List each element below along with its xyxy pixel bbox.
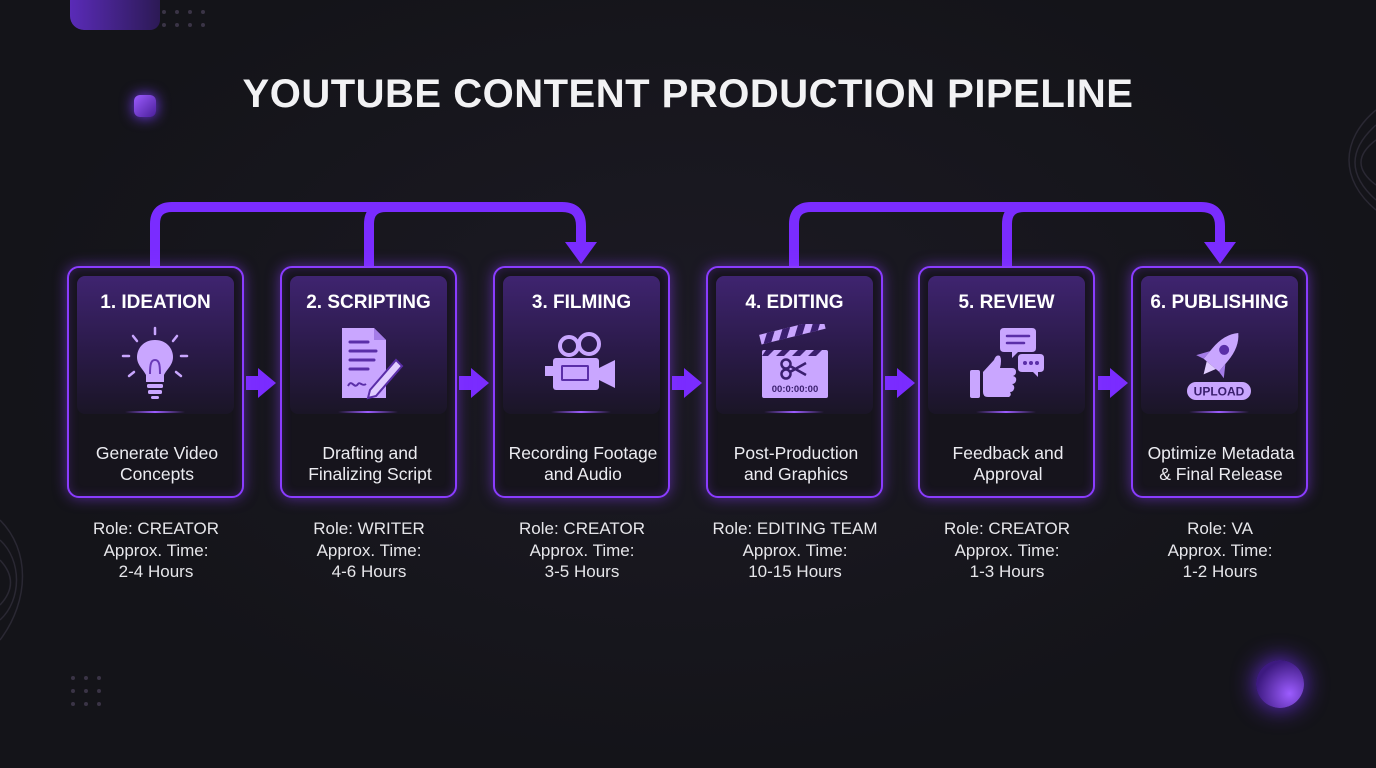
divider bbox=[338, 411, 398, 413]
time-label: Approx. Time: bbox=[103, 541, 209, 560]
divider bbox=[125, 411, 185, 413]
flow-arrow bbox=[246, 368, 276, 398]
decorative-square bbox=[134, 95, 156, 117]
script-pen-icon bbox=[342, 328, 404, 400]
clapper-timecode: 00:0:00:00 bbox=[772, 384, 818, 395]
upload-label: UPLOAD bbox=[1194, 385, 1245, 399]
stage-role: Role: CREATOR bbox=[944, 519, 1070, 538]
clapperboard-scissors-icon: 00:0:00:00 bbox=[759, 324, 828, 398]
arrowhead-down bbox=[1204, 242, 1236, 264]
description-line: Concepts bbox=[120, 464, 194, 484]
video-camera-icon bbox=[545, 332, 615, 390]
description-line: Optimize Metadata bbox=[1147, 443, 1295, 463]
flow-arrow bbox=[672, 368, 702, 398]
feedback-arrow-right-branch bbox=[1002, 202, 1025, 266]
stage-title: 4. EDITING bbox=[745, 292, 844, 313]
stage-meta: Role: CREATOR Approx. Time: 1-3 Hours bbox=[907, 518, 1107, 582]
stage-header: 6. PUBLISHING UPLOAD bbox=[1141, 276, 1298, 414]
time-value: 2-4 Hours bbox=[118, 562, 194, 581]
stage-role: Role: WRITER bbox=[313, 519, 425, 538]
description-line: Recording Footage bbox=[508, 443, 658, 463]
page-title: YOUTUBE CONTENT PRODUCTION PIPELINE bbox=[242, 72, 1134, 116]
time-value: 1-3 Hours bbox=[969, 562, 1045, 581]
stage-role: Role: EDITING TEAM bbox=[712, 519, 878, 538]
time-label: Approx. Time: bbox=[742, 541, 848, 560]
stage-role: Role: VA bbox=[1187, 519, 1253, 538]
stage-title: 6. PUBLISHING bbox=[1150, 292, 1289, 313]
stage-description: Feedback and Approval bbox=[924, 443, 1092, 485]
stage-title: 2. SCRIPTING bbox=[306, 292, 431, 313]
description-line: Finalizing Script bbox=[308, 464, 432, 484]
stage-description: Recording Footage and Audio bbox=[499, 443, 667, 485]
stage-card-editing: 4. EDITING 00:0:00:00 Post-Production bbox=[706, 266, 883, 498]
description-line: Drafting and bbox=[322, 443, 418, 463]
decorative-wave-lines bbox=[0, 109, 1376, 641]
divider bbox=[1189, 411, 1249, 413]
stage-description: Optimize Metadata & Final Release bbox=[1137, 443, 1305, 485]
stage-card-publishing: 6. PUBLISHING UPLOAD Optimize Metadata &… bbox=[1131, 266, 1308, 498]
stage-header: 1. IDEATION bbox=[77, 276, 234, 414]
decorative-bar bbox=[70, 0, 160, 30]
decorative-circle bbox=[1256, 660, 1304, 708]
stage-description: Post-Production and Graphics bbox=[712, 443, 880, 485]
stage-card-filming: 3. FILMING Recording Footage and Audio bbox=[493, 266, 670, 498]
stage-header: 4. EDITING 00:0:00:00 bbox=[716, 276, 873, 414]
stage-title: 1. IDEATION bbox=[100, 292, 211, 313]
description-line: & Final Release bbox=[1159, 464, 1283, 484]
stage-role: Role: CREATOR bbox=[519, 519, 645, 538]
stage-card-review: 5. REVIEW Feedback and Approval bbox=[918, 266, 1095, 498]
stage-meta: Role: EDITING TEAM Approx. Time: 10-15 H… bbox=[695, 518, 895, 582]
stage-title: 3. FILMING bbox=[531, 292, 632, 313]
lightbulb-icon bbox=[121, 326, 189, 399]
description-line: Generate Video bbox=[95, 443, 219, 463]
divider bbox=[976, 411, 1036, 413]
time-value: 4-6 Hours bbox=[331, 562, 407, 581]
stage-description: Drafting and Finalizing Script bbox=[286, 443, 454, 485]
description-line: and Graphics bbox=[743, 464, 849, 484]
rocket-upload-icon: UPLOAD bbox=[1187, 333, 1251, 400]
flow-arrow bbox=[885, 368, 915, 398]
time-label: Approx. Time: bbox=[954, 541, 1060, 560]
divider bbox=[764, 411, 824, 413]
time-value: 10-15 Hours bbox=[748, 562, 842, 581]
time-label: Approx. Time: bbox=[1167, 541, 1273, 560]
stage-title: 5. REVIEW bbox=[958, 292, 1055, 313]
flow-arrow bbox=[1098, 368, 1128, 398]
time-value: 1-2 Hours bbox=[1182, 562, 1258, 581]
stage-header: 3. FILMING bbox=[503, 276, 660, 414]
arrowhead-down bbox=[565, 242, 597, 264]
description-line: and Audio bbox=[544, 464, 622, 484]
stage-header: 5. REVIEW bbox=[928, 276, 1085, 414]
time-label: Approx. Time: bbox=[529, 541, 635, 560]
time-label: Approx. Time: bbox=[316, 541, 422, 560]
stage-meta: Role: CREATOR Approx. Time: 3-5 Hours bbox=[482, 518, 682, 582]
stage-header: 2. SCRIPTING bbox=[290, 276, 447, 414]
feedback-arrow-right bbox=[789, 202, 1225, 266]
description-line: Feedback and bbox=[952, 443, 1064, 463]
stage-meta: Role: CREATOR Approx. Time: 2-4 Hours bbox=[56, 518, 256, 582]
thumbs-up-chat-icon bbox=[970, 328, 1044, 398]
stage-role: Role: CREATOR bbox=[93, 519, 219, 538]
stage-meta: Role: VA Approx. Time: 1-2 Hours bbox=[1120, 518, 1320, 582]
time-value: 3-5 Hours bbox=[544, 562, 620, 581]
stage-description: Generate Video Concepts bbox=[73, 443, 241, 485]
stage-card-scripting: 2. SCRIPTING Drafting and Finalizing Scr… bbox=[280, 266, 457, 498]
divider bbox=[551, 411, 611, 413]
decorative-dots bbox=[162, 10, 205, 27]
stage-meta: Role: WRITER Approx. Time: 4-6 Hours bbox=[269, 518, 469, 582]
description-line: Post-Production bbox=[733, 443, 859, 463]
decorative-dots bbox=[71, 676, 101, 706]
feedback-arrow-left-branch bbox=[364, 202, 387, 266]
stage-card-ideation: 1. IDEATION Generate Video Concepts bbox=[67, 266, 244, 498]
description-line: Approval bbox=[973, 464, 1043, 484]
flow-arrow bbox=[459, 368, 489, 398]
feedback-arrow-left bbox=[150, 202, 586, 266]
